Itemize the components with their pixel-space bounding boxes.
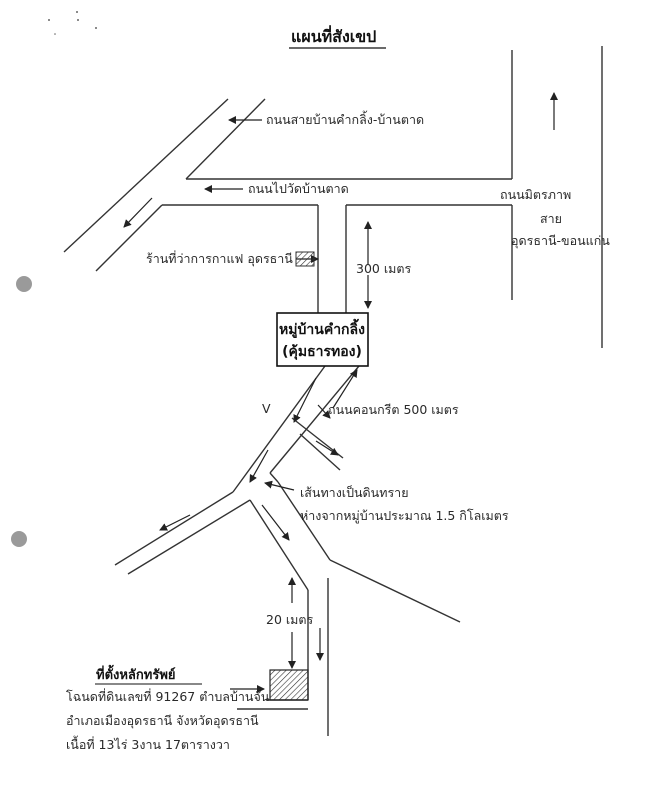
village-sub: (คุ้มธารทอง) (282, 344, 362, 360)
label-dirt-road-1: เส้นทางเป็นดินทราย (300, 485, 409, 500)
property-marker (269, 669, 309, 701)
paper-specks (48, 11, 97, 35)
label-route-line: สาย (540, 211, 562, 226)
property-area: เนื้อที่ 13ไร่ 3งาน 17ตารางวา (66, 735, 230, 752)
label-cafe: ร้านที่ว่าการกาแฟ อุดรธานี (146, 250, 293, 267)
property-deed: โฉนดที่ดินเลขที่ 91267 ตำบลบ้านจั่น (66, 688, 270, 704)
label-road-mittraphap: ถนนมิตรภาพ (500, 187, 571, 202)
property-district: อำเภอเมืองอุดรธานี จังหวัดอุดรธานี (66, 713, 259, 729)
label-road-to-wat-ban-tad: ถนนไปวัดบ้านตาด (248, 181, 349, 196)
property-heading: ที่ตั้งหลักทรัพย์ (96, 664, 176, 683)
cafe-marker (295, 251, 315, 267)
label-road-kham-kling-ban-tad: ถนนสายบ้านคำกลิ้ง-บ้านตาด (266, 110, 424, 127)
label-v-mark: V (262, 401, 271, 416)
label-route: อุดรธานี-ขอนแก่น (511, 233, 610, 249)
label-dirt-road-2: ห่างจากหมู่บ้านประมาณ 1.5 กิโลเมตร (300, 508, 509, 524)
punch-hole-bottom (11, 531, 27, 547)
punch-hole-top (16, 276, 32, 292)
roads (63, 46, 603, 736)
village-box: หมู่บ้านคำกลิ้ง (คุ้มธารทอง) (276, 312, 369, 367)
label-distance-300: 300 เมตร (356, 261, 411, 276)
village-name: หมู่บ้านคำกลิ้ง (279, 318, 365, 338)
label-concrete-road: ถนนคอนกรีต 500 เมตร (328, 402, 459, 417)
label-distance-20: 20 เมตร (266, 612, 314, 627)
page-title: แผนที่สังเขป (291, 25, 376, 46)
direction-arrows (123, 92, 558, 693)
